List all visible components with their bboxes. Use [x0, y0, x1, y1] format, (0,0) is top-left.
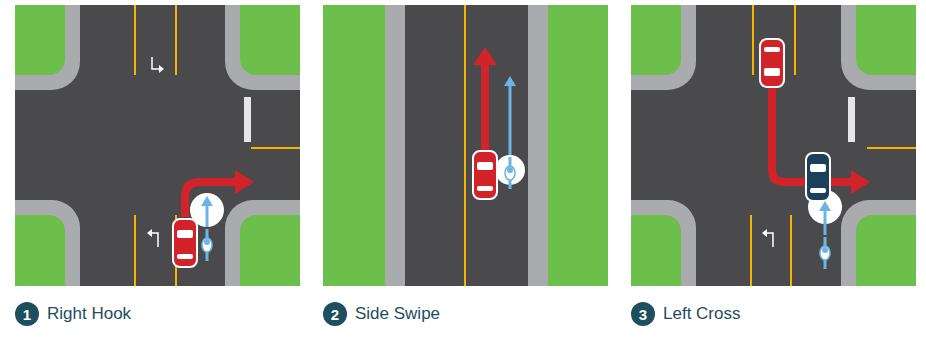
- callout-number: 3: [639, 306, 647, 323]
- bike-path-arrow: [824, 210, 827, 235]
- turn-arrow: [762, 229, 767, 237]
- bicycle: [820, 237, 830, 269]
- lane-line: [134, 215, 136, 286]
- stop-bar: [848, 97, 855, 142]
- intersection-panel: [631, 5, 916, 286]
- crash-type-label: Side Swipe: [355, 302, 440, 326]
- car-path-arrow: [185, 182, 237, 217]
- lane-line: [464, 5, 466, 286]
- bicycle: [202, 229, 212, 261]
- car-window: [764, 68, 780, 76]
- lane-line: [251, 147, 300, 149]
- car-path-arrow: [851, 170, 870, 194]
- grass: [240, 215, 300, 286]
- bicyclist: [820, 246, 830, 260]
- car-path-arrow: [473, 47, 497, 65]
- sidewalk: [225, 5, 300, 90]
- stop-bar: [244, 97, 251, 142]
- grass: [240, 5, 300, 75]
- turn-arrow: [152, 57, 160, 69]
- street-panel: [323, 5, 608, 286]
- lane-line: [134, 5, 136, 75]
- callout-number-circle: 3: [631, 302, 655, 326]
- lane-line: [790, 215, 792, 286]
- car: [760, 39, 784, 87]
- car-path-arrow: [481, 63, 489, 153]
- car-path-arrow: [772, 85, 853, 182]
- callout-number: 1: [23, 306, 31, 323]
- car-window: [764, 47, 780, 52]
- bike-path-arrow: [509, 85, 512, 155]
- bike-path-arrow: [201, 196, 213, 206]
- callout-number: 2: [331, 306, 339, 323]
- car-window: [810, 164, 826, 172]
- turn-arrow: [151, 233, 158, 247]
- car-body: [760, 39, 784, 87]
- crash-type-label: Right Hook: [47, 302, 131, 326]
- sidewalk: [841, 5, 916, 90]
- callout-number-circle: 2: [323, 302, 347, 326]
- car: [173, 219, 197, 267]
- car-window: [177, 230, 193, 238]
- car-window: [810, 188, 826, 193]
- bicyclist-head: [507, 167, 513, 173]
- grass: [631, 5, 681, 75]
- car-window: [177, 254, 193, 259]
- car-window: [477, 186, 493, 191]
- bicyclist-head: [204, 239, 210, 245]
- road: [405, 5, 528, 286]
- bicyclist: [202, 238, 212, 252]
- intersection-panel: [15, 5, 300, 286]
- lane-line: [867, 147, 916, 149]
- callout-number-circle: 1: [15, 302, 39, 326]
- bike-path-arrow: [819, 201, 831, 211]
- turn-arrow: [147, 229, 152, 237]
- crash-type-label: Left Cross: [663, 302, 740, 326]
- bicyclist: [505, 166, 515, 180]
- grass: [631, 215, 681, 286]
- lane-line: [752, 5, 754, 75]
- bike-path-arrow: [206, 205, 209, 227]
- bicycle: [505, 157, 515, 189]
- sidewalk: [15, 5, 80, 90]
- bicyclist-head: [822, 247, 828, 253]
- turn-arrow: [159, 65, 164, 73]
- grass: [15, 5, 65, 75]
- grass: [15, 215, 65, 286]
- bike-path-arrow: [504, 76, 516, 86]
- sidewalk: [385, 5, 548, 286]
- oncoming-car: [806, 153, 830, 201]
- lane-line: [175, 5, 177, 75]
- lane-line: [750, 215, 752, 286]
- car: [473, 151, 497, 199]
- grass: [856, 5, 916, 75]
- car-path-arrow: [235, 170, 254, 194]
- grass: [323, 5, 608, 286]
- car-body: [173, 219, 197, 267]
- lane-line: [794, 5, 796, 75]
- turn-arrow: [766, 233, 773, 247]
- car-window: [477, 162, 493, 170]
- car-body: [806, 153, 830, 201]
- sidewalk: [631, 5, 696, 90]
- car-body: [473, 151, 497, 199]
- grass: [856, 215, 916, 286]
